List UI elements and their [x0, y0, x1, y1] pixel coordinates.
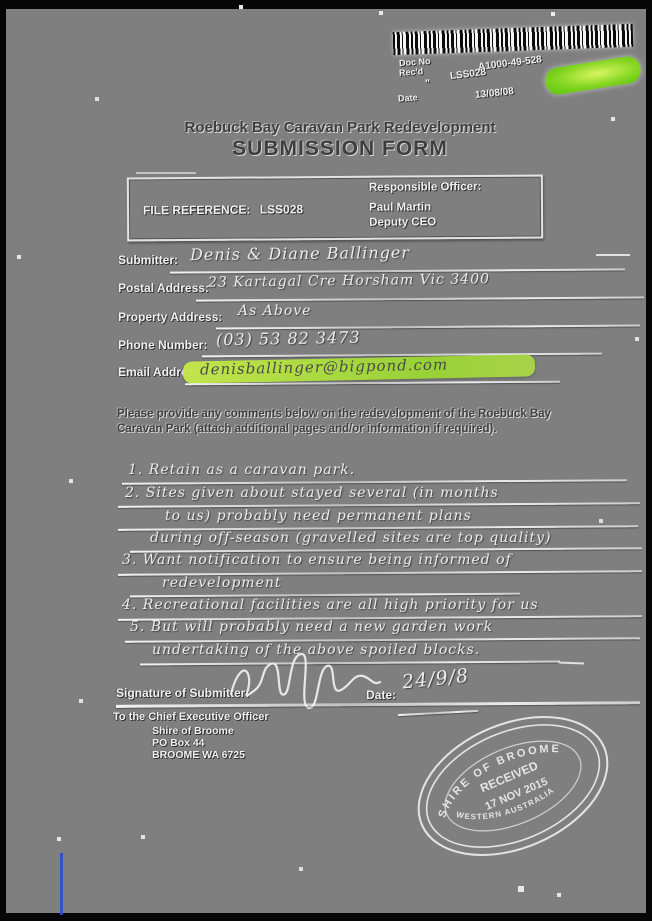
file-reference: FILE REFERENCE: LSS028 [143, 202, 303, 217]
comment-line: 5. But will probably need a new garden w… [130, 619, 494, 635]
scan-page-background [6, 9, 646, 913]
file-reference-value: LSS028 [259, 202, 304, 217]
form-subtitle: SUBMISSION FORM [232, 137, 448, 160]
responsible-officer-name: Paul Martin [368, 201, 432, 214]
property-address-value: As Above [238, 303, 312, 319]
phone-number-value: (03) 53 82 3473 [215, 327, 361, 350]
stamp-ditto-marks: " [424, 77, 431, 91]
scan-noise-specks [0, 0, 2, 2]
comment-line: 4. Recreational facilities are all high … [122, 597, 539, 613]
stamp-date-label: Date [397, 92, 418, 104]
property-address-label: Property Address: [118, 310, 223, 324]
footer-org: Shire of Broome [152, 725, 234, 737]
date-label: Date: [366, 688, 397, 702]
footer-po-box: PO Box 44 [152, 737, 205, 749]
comment-line: 2. Sites given about stayed several (in … [125, 485, 499, 501]
comment-line: 1. Retain as a caravan park. [128, 462, 356, 478]
file-reference-box: FILE REFERENCE: LSS028 Responsible Offic… [126, 174, 544, 242]
postal-address-label: Postal Address: [118, 281, 209, 295]
comment-line: during off-season (gravelled sites are t… [150, 530, 552, 546]
instructions-text: Please provide any comments below on the… [117, 408, 551, 435]
comment-line: to us) probably need permanent plans [165, 508, 472, 524]
responsible-officer-label: Responsible Officer: [368, 180, 482, 194]
shire-received-stamp: SHIRE OF BROOME WESTERN AUSTRALIA RECEIV… [417, 716, 609, 856]
form-title: Roebuck Bay Caravan Park Redevelopment [184, 119, 496, 136]
footer-city: BROOME WA 6725 [152, 749, 245, 761]
phone-number-label: Phone Number: [118, 338, 208, 352]
scan-noise-dash [136, 172, 196, 174]
comment-line: redevelopment [162, 575, 282, 591]
signature-label: Signature of Submitter: [116, 686, 250, 700]
scan-artifact-blue-line [60, 853, 63, 915]
scan-noise-dash [596, 254, 630, 256]
comment-line: undertaking of the above spoiled blocks. [152, 642, 481, 658]
submitter-signature [229, 652, 382, 710]
responsible-officer-title: Deputy CEO [369, 216, 437, 229]
stamp-recd-label: Rec'd [398, 66, 424, 78]
submitter-value: Denis & Diane Ballinger [189, 242, 411, 265]
file-reference-label: FILE REFERENCE: [142, 202, 251, 218]
comment-line: 3. Want notification to ensure being inf… [122, 552, 512, 568]
footer-addressee: To the Chief Executive Officer [113, 711, 269, 723]
submitter-label: Submitter: [118, 253, 178, 267]
